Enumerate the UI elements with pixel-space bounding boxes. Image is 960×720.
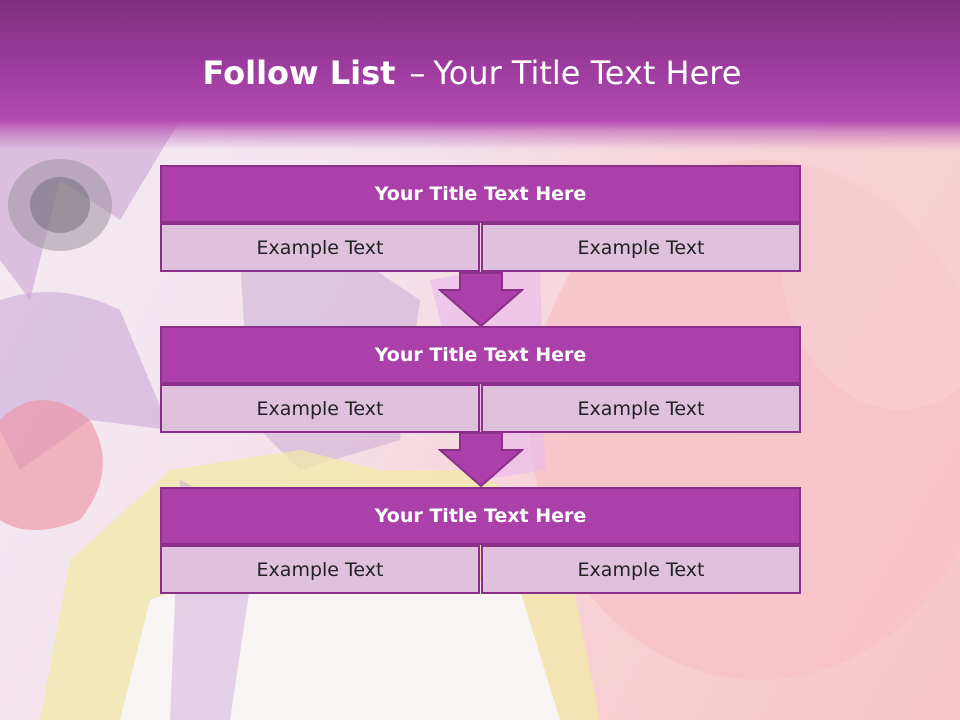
step-cell-right: Example Text <box>481 545 801 594</box>
step-title: Your Title Text Here <box>160 165 801 223</box>
step-title: Your Title Text Here <box>160 326 801 384</box>
step-cell-left: Example Text <box>160 384 480 433</box>
title-rest: Your Title Text Here <box>433 54 742 92</box>
title-strong: Follow List <box>202 54 396 92</box>
slide-title: Follow List–Your Title Text Here <box>0 54 944 92</box>
step-title: Your Title Text Here <box>160 487 801 545</box>
step-block-2: Your Title Text Here Example Text Exampl… <box>160 326 801 433</box>
title-bar <box>0 0 960 150</box>
step-cell-left: Example Text <box>160 223 480 272</box>
step-block-1: Your Title Text Here Example Text Exampl… <box>160 165 801 272</box>
down-arrow-icon <box>438 432 524 488</box>
step-cell-right: Example Text <box>481 384 801 433</box>
step-cell-right: Example Text <box>481 223 801 272</box>
title-separator: – <box>409 54 426 92</box>
step-block-3: Your Title Text Here Example Text Exampl… <box>160 487 801 594</box>
step-cell-left: Example Text <box>160 545 480 594</box>
down-arrow-icon <box>438 272 524 328</box>
